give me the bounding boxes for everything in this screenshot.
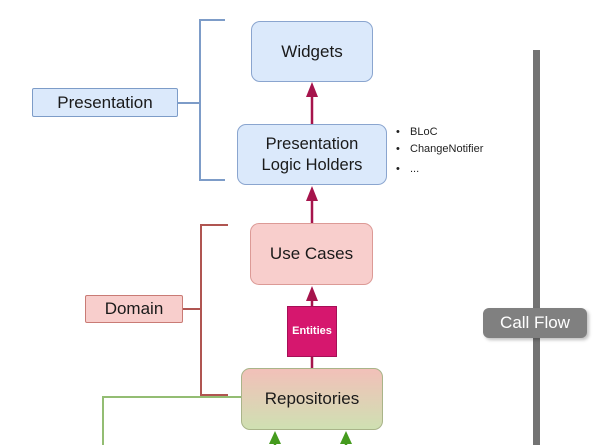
plh-example-item: •... [396,163,420,175]
widgets-node: Widgets [251,21,373,82]
presentation-bracket [199,19,225,181]
arrow-usecases-to-plh [306,186,318,223]
widgets-node-label: Widgets [281,41,343,61]
plh-example-item: •BLoC [396,126,438,138]
presentation-layer-label: Presentation [32,88,178,117]
repositories-node-label: Repositories [264,389,360,409]
domain-layer-label-text: Domain [104,299,164,318]
presentation-layer-label-text: Presentation [57,92,153,112]
entities-node: Entities [287,306,337,357]
arrow-datasource-right-to-repositories [340,431,352,445]
plh-examples-list: •BLoC •ChangeNotifier •... [396,124,483,178]
call-flow-line [533,50,540,445]
arrow-datasource-left-to-repositories [269,431,281,445]
use-cases-node: Use Cases [250,223,373,285]
repositories-node: Repositories [241,368,383,430]
arrow-plh-to-widgets [306,82,318,124]
domain-layer-label: Domain [85,295,183,323]
plh-example-item: •ChangeNotifier [396,143,484,155]
plh-node-label: Presentation Logic Holders [261,134,363,174]
call-flow-badge-text: Call Flow [500,313,570,332]
presentation-logic-holders-node: Presentation Logic Holders [237,124,387,185]
domain-bracket [200,224,228,396]
call-flow-badge: Call Flow [483,308,587,338]
data-bracket [102,396,241,445]
entities-node-label: Entities [292,324,332,337]
use-cases-node-label: Use Cases [269,244,354,264]
